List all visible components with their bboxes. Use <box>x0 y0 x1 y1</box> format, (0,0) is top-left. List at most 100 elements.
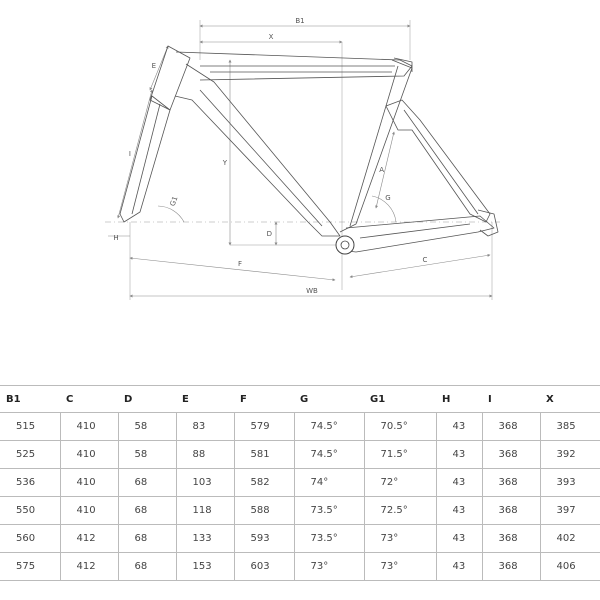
table-cell: 368 <box>481 552 540 581</box>
table-cell: 410 <box>59 496 118 525</box>
table-cell: 74° <box>293 468 364 497</box>
table-cell: 71.5° <box>363 440 436 469</box>
table-cell: 72° <box>363 468 436 497</box>
table-cell: 58 <box>117 440 176 469</box>
c-label: C <box>423 256 428 264</box>
table-cell: 153 <box>175 552 234 581</box>
table-cell: 368 <box>481 412 540 441</box>
table-cell: 579 <box>233 412 294 441</box>
table-cell: 73° <box>363 552 436 581</box>
table-cell: 68 <box>117 524 176 553</box>
g-angle-arc <box>371 195 397 223</box>
table-cell: 368 <box>481 440 540 469</box>
bottom-bracket <box>335 235 355 255</box>
table-cell: 368 <box>481 468 540 497</box>
table-cell: 72.5° <box>363 496 436 525</box>
x-label: X <box>269 33 274 41</box>
i-dimension-line <box>117 89 153 219</box>
table-cell: 103 <box>175 468 234 497</box>
table-cell: 410 <box>59 468 118 497</box>
h-label: H <box>113 234 118 242</box>
table-cell: 43 <box>435 468 482 497</box>
table-cell: 392 <box>539 440 600 469</box>
e-dimension-line <box>149 45 169 91</box>
table-cell: 43 <box>435 440 482 469</box>
header-c: C <box>60 385 118 413</box>
table-cell: 593 <box>233 524 294 553</box>
table-cell: 73.5° <box>293 496 364 525</box>
a-label: A <box>379 166 384 174</box>
frame-geometry-svg: B1 X Y D E I H G1 G A F <box>105 17 500 300</box>
table-cell: 525 <box>0 440 60 469</box>
y-label: Y <box>222 159 228 167</box>
bike-frame <box>119 45 499 253</box>
table-cell: 133 <box>175 524 234 553</box>
table-cell: 393 <box>539 468 600 497</box>
table-cell: 68 <box>117 468 176 497</box>
table-cell: 397 <box>539 496 600 525</box>
table-cell: 74.5° <box>293 412 364 441</box>
a-dimension-line <box>375 131 395 209</box>
table-cell: 410 <box>59 440 118 469</box>
f-dimension-line <box>129 256 336 282</box>
table-cell: 515 <box>0 412 60 441</box>
f-label: F <box>238 260 242 268</box>
table-cell: 588 <box>233 496 294 525</box>
g-label: G <box>385 194 390 202</box>
table-cell: 73° <box>293 552 364 581</box>
header-g1: G1 <box>364 385 436 413</box>
header-d: D <box>118 385 176 413</box>
header-e: E <box>176 385 234 413</box>
table-cell: 368 <box>481 524 540 553</box>
table-cell: 43 <box>435 552 482 581</box>
header-b1: B1 <box>0 385 60 413</box>
header-g: G <box>294 385 364 413</box>
table-cell: 402 <box>539 524 600 553</box>
header-h: H <box>436 385 482 413</box>
g1-label: G1 <box>169 195 180 207</box>
table-cell: 412 <box>59 552 118 581</box>
d-label: D <box>267 230 272 238</box>
table-cell: 550 <box>0 496 60 525</box>
b1-label: B1 <box>295 17 304 25</box>
table-cell: 70.5° <box>363 412 436 441</box>
table-cell: 68 <box>117 496 176 525</box>
table-cell: 385 <box>539 412 600 441</box>
header-f: F <box>234 385 294 413</box>
table-cell: 368 <box>481 496 540 525</box>
i-label: I <box>129 150 131 158</box>
g1-angle-arc <box>157 205 185 223</box>
table-cell: 603 <box>233 552 294 581</box>
header-i: I <box>482 385 540 413</box>
table-cell: 406 <box>539 552 600 581</box>
table-cell: 43 <box>435 412 482 441</box>
table-cell: 73° <box>363 524 436 553</box>
c-dimension-line <box>349 253 491 279</box>
table-cell: 412 <box>59 524 118 553</box>
table-cell: 560 <box>0 524 60 553</box>
table-cell: 58 <box>117 412 176 441</box>
table-cell: 88 <box>175 440 234 469</box>
table-cell: 73.5° <box>293 524 364 553</box>
table-cell: 581 <box>233 440 294 469</box>
table-cell: 68 <box>117 552 176 581</box>
table-cell: 83 <box>175 412 234 441</box>
table-cell: 582 <box>233 468 294 497</box>
table-cell: 410 <box>59 412 118 441</box>
header-x: X <box>540 385 600 413</box>
table-cell: 74.5° <box>293 440 364 469</box>
table-header-row: B1 C D E F G G1 H I X <box>0 385 600 413</box>
table-cell: 575 <box>0 552 60 581</box>
wb-label: WB <box>306 287 318 295</box>
table-cell: 43 <box>435 496 482 525</box>
table-cell: 43 <box>435 524 482 553</box>
e-label: E <box>152 62 156 70</box>
table-cell: 118 <box>175 496 234 525</box>
